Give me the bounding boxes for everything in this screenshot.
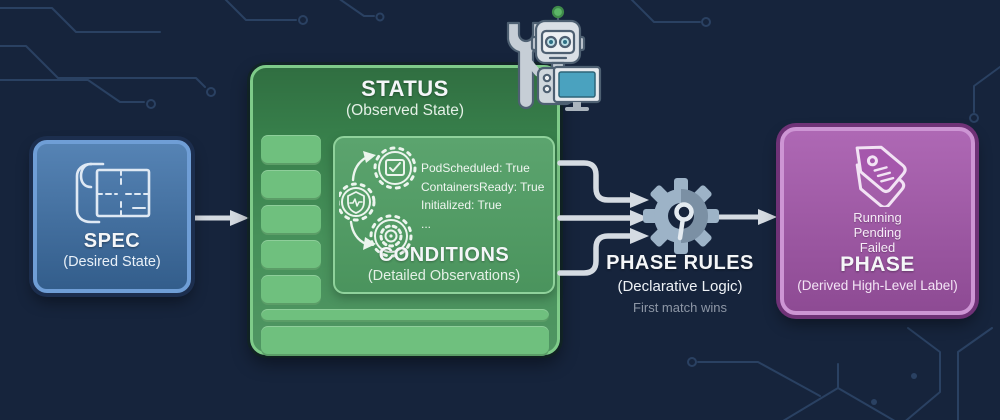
phase-rules-label: PHASE RULES (Declarative Logic) First ma… <box>592 252 768 315</box>
spec-title: SPEC <box>83 230 141 252</box>
gear-pin-icon <box>643 178 719 254</box>
blueprint-icon <box>75 162 151 224</box>
conditions-title: CONDITIONS <box>378 244 510 266</box>
conditions-panel: PodScheduled: True ContainersReady: True… <box>333 136 555 294</box>
status-slot <box>261 170 321 200</box>
spec-subtitle: (Desired State) <box>63 254 161 270</box>
status-slot <box>261 135 321 165</box>
condition-item: ... <box>421 216 432 231</box>
robot-mechanic-icon <box>506 5 602 111</box>
phase-rules-note: First match wins <box>633 300 727 315</box>
status-to-rules-arrows <box>557 160 649 276</box>
status-box: STATUS (Observed State) <box>250 65 560 356</box>
status-bar <box>261 326 549 356</box>
phase-rules-title: PHASE RULES <box>606 252 754 274</box>
status-slot <box>261 275 321 305</box>
spec-box: SPEC (Desired State) <box>33 140 191 293</box>
phase-subtitle: (Derived High-Level Label) <box>797 278 958 293</box>
tags-icon <box>855 145 907 207</box>
condition-item: Initialized: True <box>421 198 502 212</box>
status-title: STATUS <box>361 76 449 101</box>
phase-box: Running Pending Failed PHASE (Derived Hi… <box>780 127 975 315</box>
spec-to-status-arrow <box>194 210 249 226</box>
condition-badges-cycle-icon <box>339 146 417 258</box>
condition-item: ContainersReady: True <box>421 179 545 194</box>
condition-list: PodScheduled: True ContainersReady: True… <box>421 159 553 233</box>
status-bar <box>261 309 549 322</box>
phase-label: Pending <box>853 225 902 240</box>
status-slot <box>261 240 321 270</box>
phase-label: Failed <box>859 240 896 255</box>
status-subtitle: (Observed State) <box>345 102 465 119</box>
status-slot <box>261 205 321 235</box>
conditions-subtitle: (Detailed Observations) <box>367 268 521 284</box>
phase-title: PHASE <box>840 253 915 276</box>
phase-label: Running <box>853 210 902 225</box>
phase-rules-subtitle: (Declarative Logic) <box>617 278 743 295</box>
condition-item: PodScheduled: True <box>421 161 530 175</box>
